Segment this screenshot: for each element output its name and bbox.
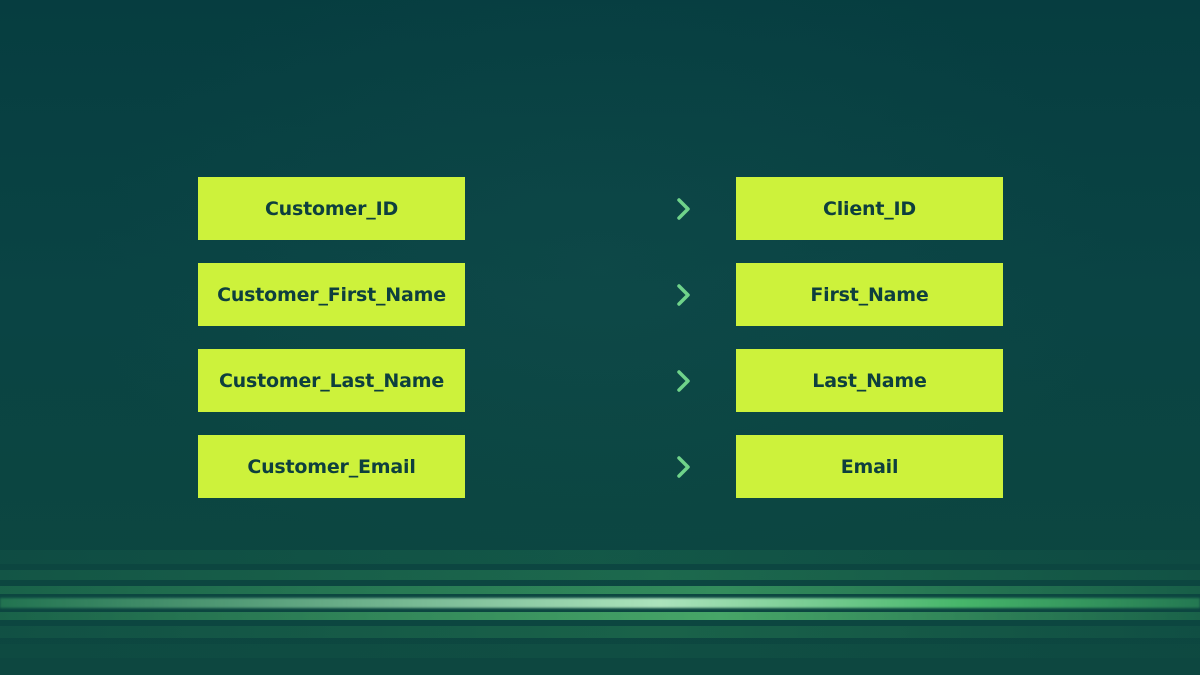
- target-field-box: Last_Name: [736, 349, 1003, 412]
- target-field-label: Client_ID: [822, 197, 916, 220]
- mapping-arrow-icon: [510, 370, 690, 392]
- target-field-box: Client_ID: [736, 177, 1003, 240]
- target-field-label: Last_Name: [812, 369, 927, 392]
- mapping-arrow-icon: [510, 284, 690, 306]
- mapping-arrow-icon: [510, 456, 690, 478]
- source-field-label: Customer_ID: [264, 197, 399, 220]
- mapping-arrow-icon: [510, 198, 690, 220]
- source-field-box: Customer_Email: [198, 435, 465, 498]
- source-field-label: Customer_Last_Name: [218, 369, 445, 392]
- source-field-label: Customer_First_Name: [217, 283, 446, 306]
- source-field-box: Customer_Last_Name: [198, 349, 465, 412]
- source-field-label: Customer_Email: [247, 455, 416, 478]
- source-field-box: Customer_First_Name: [198, 263, 465, 326]
- target-field-box: Email: [736, 435, 1003, 498]
- target-field-label: First_Name: [810, 283, 929, 306]
- source-field-box: Customer_ID: [198, 177, 465, 240]
- target-field-label: Email: [840, 455, 899, 478]
- target-field-box: First_Name: [736, 263, 1003, 326]
